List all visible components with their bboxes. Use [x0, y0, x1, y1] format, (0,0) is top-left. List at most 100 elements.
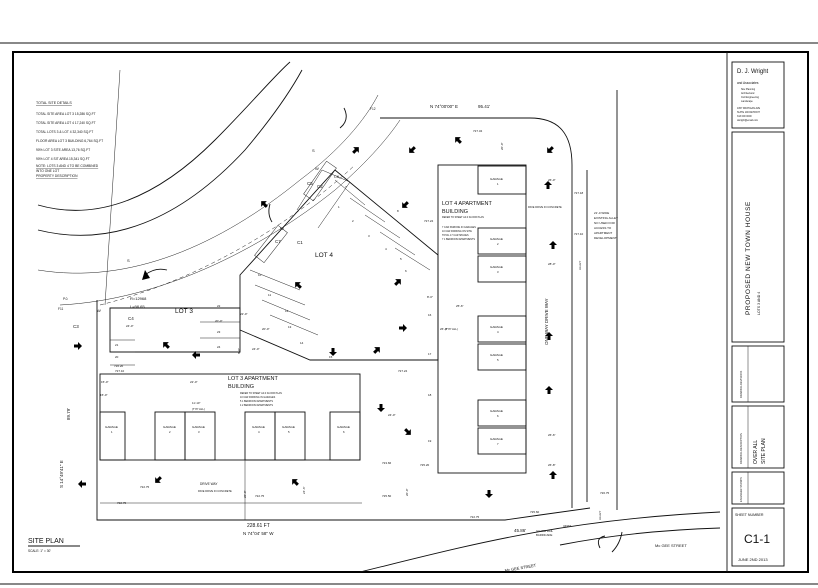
lot4-building-title: LOT 4 APARTMENT [442, 201, 492, 207]
dim-d7: 26'-0" [548, 178, 556, 182]
curved-arrow-icon-4 [597, 535, 606, 549]
elevation-6: 723.66 [382, 461, 392, 465]
alley-note-3: NO USED FOR [594, 221, 616, 225]
dim-d18: 20'-0" [405, 488, 409, 496]
dim-d9: 24'-0" [252, 347, 260, 351]
lot4-garage-2 [477, 227, 527, 255]
lot4-note-5: 7 1 BEDROOM APARTMENTS [442, 238, 475, 241]
elevation-16: 722.75 [470, 515, 480, 519]
boundary-south-west [96, 300, 591, 521]
curve-c5-box [303, 160, 337, 202]
curve-s-label: S [127, 258, 130, 263]
stall-21: 21 [115, 343, 119, 347]
arrow-icon [74, 342, 82, 350]
point-f12-label: F12 [370, 107, 376, 111]
lot4-garage-label-6: GARAGE [490, 409, 503, 413]
alley-vertical-label: ALLEY [578, 261, 582, 270]
dim-d15: 26'-8" [548, 463, 556, 467]
arrow-icon [549, 471, 557, 479]
lot4-stall-line [334, 179, 366, 206]
curved-arrow-icon [144, 268, 168, 276]
project-box [731, 131, 785, 343]
alley-note-2: EXISTING ALLEY [594, 216, 618, 220]
lot4-typ-all: (TYP ALL) [445, 327, 458, 331]
lot3-garage-num-5: 5 [288, 430, 290, 434]
bearing-bottom: N 74°04' 58" W [243, 531, 274, 536]
lot3-note-1: REFER TO SHEET A4.0 FLOOR PLAN [240, 392, 282, 395]
arrow-icon [377, 404, 385, 412]
dim-d11: 15'-0" [101, 380, 109, 384]
site-details-line-6: 90% LOT 4 SIT AREA 15,341 SQ.FT [36, 157, 90, 161]
title-block: D. J. Wright and Associates Site Plannin… [731, 61, 785, 567]
lot4-garage-num-6: 6 [497, 414, 499, 418]
alley-note: 21'-0 WIDE EXISTING ALLEY NO USED FOR AC… [594, 211, 618, 240]
bearings: N 74°00'00" E 95.41' S 14°49'41" E 89.79… [59, 104, 526, 536]
curve-c1: C1 [297, 240, 303, 245]
drawing-revisions-label: DRAWING REVISIONS [739, 370, 743, 398]
elevation-14: 727.10 [115, 369, 125, 373]
lot4-garage-label-1: GARAGE [490, 177, 503, 181]
stamp-box [731, 471, 785, 505]
mcgee-street: Mc GEE STREET Mc GEE STREET GUARD RAIL B… [359, 511, 721, 573]
property-boundary [96, 90, 618, 521]
project-subtitle: LOTS 3 AND 4 [757, 292, 761, 315]
arrow-icon [352, 147, 359, 154]
lot4-garage-label-5: GARAGE [490, 353, 503, 357]
sheet-number-label: SHEET NUMBER [735, 513, 764, 517]
stall-11: 11 [268, 293, 271, 297]
arrow-icon [394, 279, 401, 286]
stall-6: 6 [405, 269, 407, 273]
lot3-building-title-2: BUILDING [228, 384, 254, 390]
arrow-icon [545, 332, 553, 340]
lot3-garage-num-4: 4 [258, 430, 260, 434]
mcgee-street-label-bottom: Mc GEE STREET [504, 562, 537, 573]
dim-d13: 26'-6" [548, 433, 556, 437]
arrow-icon [544, 181, 552, 189]
dim-d12: 24'-0" [388, 413, 396, 417]
lot3-garage-label-2: GARAGE [163, 425, 176, 429]
curve-c5: C5 [307, 181, 313, 186]
drawing-border [12, 51, 809, 573]
elevation-15: 726.20 [114, 364, 124, 368]
site-details-line-5: 90% LOT 3 SITE AREA 13,76 SQ.FT [36, 148, 90, 152]
site-details-line-9: PROPERTY DESCRIPTION [36, 174, 78, 178]
curve-c7-box [254, 224, 288, 264]
arrow-icon [155, 476, 162, 483]
dim-d16: 20'-0" [500, 142, 504, 150]
alley-vertical-label-2: ALLEY [598, 511, 602, 520]
stall-20: 20 [115, 355, 119, 359]
lot4-garage-4 [477, 315, 527, 343]
lot3-garage-2 [154, 411, 186, 461]
lot4-stall-line [364, 214, 401, 239]
alley-note-6: DEVELOPMENT [594, 236, 617, 240]
elevation-5: 727.24 [398, 369, 408, 373]
dimensions: 22'-0" 20'-0" 8'-0" 25'-6" 26'-0" 28'-0"… [100, 142, 556, 498]
dim-d5: 8'-0" [427, 295, 433, 299]
contact-line-3: 313 000 0000 [737, 115, 752, 118]
lot4-note-3: 10 CAR PARKING ON SITE [442, 230, 472, 233]
curve-length: L=98.65 [130, 304, 145, 309]
curve-c7: C7 [275, 239, 281, 244]
stall-10: 10 [258, 273, 262, 277]
bearing-left: S 14°49'41" E [59, 460, 64, 488]
lot4-garage-5 [477, 343, 527, 371]
stall-17: 17 [428, 352, 432, 356]
bearing-top-dist: 95.41' [478, 104, 490, 109]
firm-line-4: Landscape [741, 100, 753, 103]
elevation-2: 727.18 [574, 191, 584, 195]
lot4-stall-line [254, 284, 306, 306]
lot4-garage-1 [477, 165, 527, 195]
arrow-icon [192, 351, 200, 359]
lot3-garage-num-2: 2 [169, 430, 171, 434]
arrow-icon [78, 480, 86, 488]
lot4-pave-note: PAVE DRIVE IN CONCRETE [528, 205, 562, 209]
lot4-garage-label-7: GARAGE [490, 437, 503, 441]
lot3-driveway-label: DRIVE WAY [200, 482, 218, 486]
elevation-4: 727.10 [574, 232, 584, 236]
stall-24: 24 [217, 345, 221, 349]
lot4-note-1: REFER TO SHEET A4.0 FLOOR PLAN [442, 216, 484, 219]
sheet-date: JUNE 2ND 2013 [738, 557, 768, 562]
mcgee-edge-2 [559, 527, 721, 546]
curve-labels: C1 C2 C3 C4 C5 C6 C7 W W W S S P.0. F12 … [58, 107, 376, 329]
